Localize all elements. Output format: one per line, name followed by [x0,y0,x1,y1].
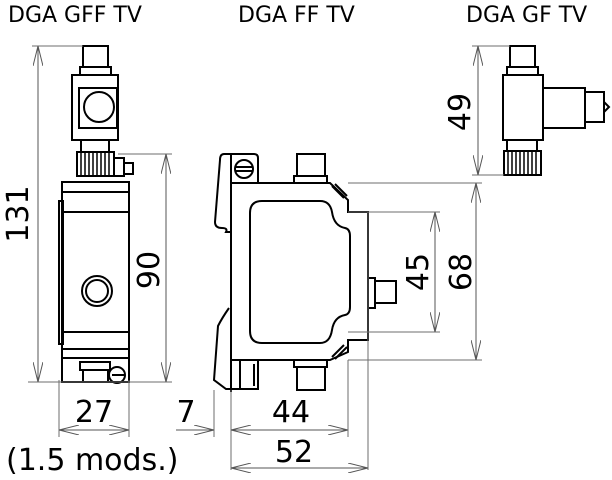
gf-knurl-lines [507,151,537,175]
ff-din-clip-top [213,153,259,233]
gf-side-arm [542,87,586,129]
gf-device-drawing [502,45,611,176]
title-dga-gf-tv: DGA GF TV [466,3,587,28]
ff-dimensions: 45 68 7 44 52 [176,182,482,470]
gf-knurled-nut [503,150,542,176]
dim-label-131: 131 [1,185,36,242]
gff-side-plug [113,157,125,177]
ff-body-outline [231,182,369,361]
gff-head-window [78,87,118,129]
ff-front-window [249,200,351,344]
title-dga-gff-tv: DGA GFF TV [8,3,142,28]
dim-label-68: 68 [444,253,479,291]
gff-body-side-rail [58,200,64,345]
ff-side-connector-base [367,277,376,309]
dim-label-45: 45 [401,253,436,291]
gff-neck [80,139,110,153]
gf-top-connector-base [506,66,539,76]
dim-label-52: 52 [275,435,313,470]
gf-dimensions: 49 [443,45,510,176]
ff-screw-icon [234,159,254,179]
gff-lens-circle [83,91,115,123]
gf-neck [506,139,538,152]
ff-top-connector [296,153,326,177]
ff-top-connector-base [293,175,328,184]
gf-side-tip [584,91,605,123]
dim-label-7: 7 [176,395,195,430]
gf-side-nub [603,101,611,113]
gff-dimensions: 131 90 27 (1.5 mods.) [1,45,178,478]
gff-bottom-connector [82,369,109,383]
gff-side-plug-tip [123,162,134,175]
gff-top-connector [82,45,109,68]
ff-latch-bottom [331,344,348,360]
gff-device-drawing [58,45,134,384]
ff-device-drawing [212,153,397,392]
gff-indicator-ring [81,275,113,307]
ff-bottom-connector [296,366,326,391]
ff-side-connector [374,280,397,304]
title-dga-ff-tv: DGA FF TV [238,3,355,28]
gff-indicator-inner [85,279,109,303]
gf-body [502,74,544,141]
ff-din-clip-bottom [212,307,259,390]
gff-bottom-connector-base [79,361,111,371]
gf-top-connector [509,45,536,68]
dim-label-90: 90 [132,251,167,289]
ff-latch-top [331,183,348,199]
gff-top-connector-base [79,66,112,76]
dim-label-27: 27 [75,395,113,430]
dim-label-49: 49 [443,93,478,131]
modules-label: (1.5 mods.) [6,443,178,478]
dim-label-44: 44 [272,395,310,430]
gff-knurl-lines [80,152,110,176]
ff-bottom-connector-base [293,359,328,368]
